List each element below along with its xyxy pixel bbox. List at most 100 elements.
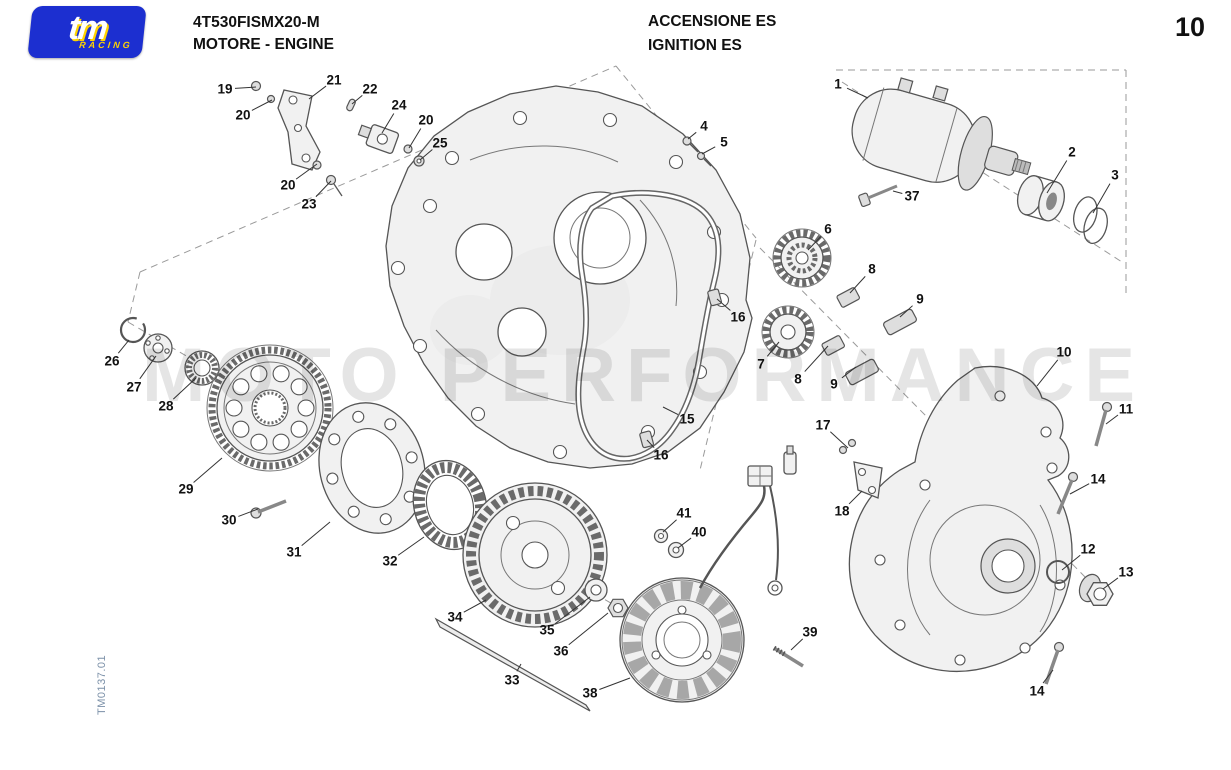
idler-gear-lower	[761, 305, 815, 359]
stud-39	[772, 645, 804, 668]
callout-13: 13	[1118, 565, 1134, 580]
cover-bolt-11	[1094, 401, 1113, 447]
callout-20: 20	[280, 178, 295, 193]
washers-41-40	[653, 528, 685, 559]
callout-leader-9	[899, 305, 913, 318]
callout-27: 27	[126, 380, 141, 395]
starter-driven-gear-29	[206, 344, 334, 472]
clutch-flange-31	[318, 402, 426, 534]
callout-leader-16	[646, 439, 655, 449]
spacers-9	[845, 308, 917, 386]
callout-8: 8	[794, 372, 802, 387]
needle-bearing-28	[184, 350, 220, 386]
rollers-8	[821, 287, 861, 356]
callout-leader-4	[687, 131, 697, 140]
screw-23	[325, 174, 337, 186]
callout-leader-36	[568, 612, 609, 646]
callout-leader-25	[419, 149, 433, 161]
callout-8: 8	[868, 262, 876, 277]
connector-block	[747, 465, 773, 487]
callout-10: 10	[1056, 345, 1071, 360]
callout-14: 14	[1090, 472, 1106, 487]
callout-leader-41	[662, 519, 677, 533]
washer-20a	[266, 94, 276, 104]
assembly-title-it: ACCENSIONE ES	[648, 13, 777, 30]
cable-guide-17-18	[838, 438, 883, 499]
callout-leader-15	[662, 406, 679, 415]
callout-leader-10	[1036, 359, 1059, 387]
callout-leader-19	[234, 86, 257, 89]
flywheel-rotor-34	[462, 482, 608, 628]
callout-15: 15	[679, 412, 695, 427]
callout-16: 16	[653, 448, 669, 463]
callout-leader-1	[846, 87, 869, 99]
callout-26: 26	[104, 354, 120, 369]
callout-23: 23	[301, 197, 317, 212]
callout-24: 24	[391, 98, 407, 113]
callout-21: 21	[326, 73, 342, 88]
lock-washer-27	[143, 333, 173, 363]
callout-leader-14	[1042, 669, 1054, 684]
callout-leader-30	[238, 508, 259, 517]
callout-38: 38	[582, 686, 598, 701]
callout-19: 19	[217, 82, 232, 97]
starter-bolt	[858, 184, 898, 208]
callout-leader-22	[351, 95, 363, 105]
washer-20b	[403, 144, 413, 154]
cover-gasket	[575, 189, 722, 462]
callout-leader-18	[848, 490, 863, 505]
pickup-sensor-24	[357, 124, 400, 154]
callout-leader-32	[397, 536, 425, 556]
callout-6: 6	[824, 222, 832, 237]
callout-12: 12	[1080, 542, 1095, 557]
callout-leader-21	[308, 85, 327, 100]
callout-leader-28	[172, 377, 197, 400]
callout-32: 32	[382, 554, 397, 569]
callout-25: 25	[432, 136, 448, 151]
callout-leader-17	[830, 431, 849, 449]
callout-3: 3	[1111, 168, 1119, 183]
washer-35	[584, 578, 608, 602]
rotor-nut-36	[607, 598, 629, 618]
screw-19	[250, 80, 262, 92]
callout-1: 1	[834, 77, 842, 92]
callout-leader-9	[841, 366, 857, 379]
ignition-cover	[848, 365, 1073, 672]
starter-motor	[851, 77, 1032, 191]
callout-leader-29	[193, 457, 223, 483]
callout-37: 37	[904, 189, 919, 204]
callout-30: 30	[221, 513, 236, 528]
callout-leader-12	[1061, 554, 1081, 571]
gear-shaft-33	[434, 617, 591, 712]
model-code: 4T530FISMX20-M	[193, 14, 320, 31]
idler-gear-upper	[772, 228, 832, 288]
callout-20: 20	[235, 108, 250, 123]
screws-4-5	[682, 136, 712, 167]
callout-leader-20	[408, 128, 422, 149]
callout-leader-33	[516, 663, 522, 672]
callout-leader-2	[1046, 160, 1068, 194]
callout-31: 31	[286, 545, 302, 560]
pin-22	[346, 98, 356, 112]
callout-16: 16	[730, 310, 746, 325]
callout-2: 2	[1068, 145, 1076, 160]
o-ring-12	[1046, 560, 1070, 584]
callout-leader-3	[1092, 183, 1111, 214]
page-number: 10	[1174, 12, 1205, 42]
callout-leader-11	[1105, 414, 1119, 425]
callout-11: 11	[1119, 402, 1134, 417]
crankcase	[385, 85, 753, 469]
callout-41: 41	[676, 506, 692, 521]
washer-20c	[312, 160, 322, 170]
cover-bolts-14	[1044, 471, 1079, 685]
callout-leader-34	[463, 599, 487, 613]
circlip-26	[119, 316, 147, 344]
callout-22: 22	[362, 82, 377, 97]
callout-leader-5	[701, 146, 716, 155]
callout-leader-14	[1069, 483, 1090, 495]
callout-leader-13	[1102, 577, 1119, 590]
callout-4: 4	[700, 119, 708, 134]
callout-35: 35	[539, 623, 555, 638]
